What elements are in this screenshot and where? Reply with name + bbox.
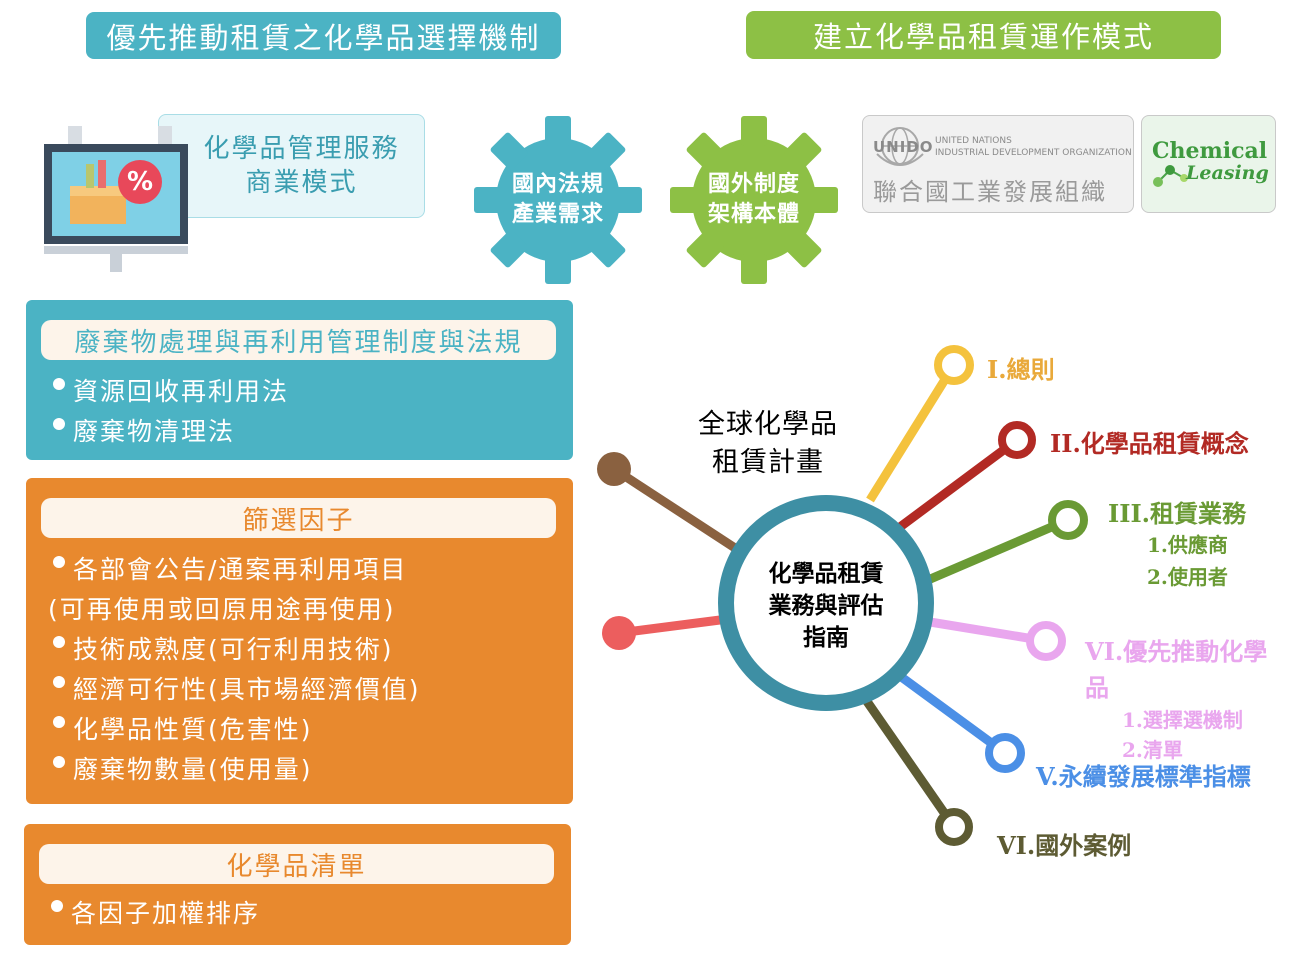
header-right: 建立化學品租賃運作模式	[746, 11, 1221, 59]
chemical-leasing-logo-box: Chemical Leasing	[1141, 115, 1276, 213]
unido-chinese-name: 聯合國工業發展組織	[873, 178, 1107, 206]
service-line-1: 化學品管理服務	[203, 134, 400, 164]
unido-logo-box: UNIDO UNITED NATIONS INDUSTRIAL DEVELOPM…	[862, 115, 1134, 213]
domestic-gear-label: 國內法規 產業需求	[480, 160, 636, 240]
foreign-gear-line-2: 架構本體	[707, 202, 800, 227]
molecule-icon	[1153, 165, 1188, 187]
global-program-line-1: 全球化學品	[698, 409, 838, 440]
bullet-dot	[53, 756, 65, 768]
chemical-list-item: 各因子加權排序	[51, 894, 260, 934]
spoke-line-concept	[897, 436, 1020, 531]
service-line-2: 商業模式	[245, 168, 358, 198]
branch-priority-label-2: 品	[1085, 673, 1109, 702]
domestic-gear-line-2: 產業需求	[511, 202, 604, 227]
branch-leasing-business-label: III.租賃業務	[1108, 499, 1247, 528]
branch-general-label: I.總則	[987, 355, 1055, 384]
spoke-line-global-program	[611, 465, 738, 552]
global-program-line-2: 租賃計畫	[712, 447, 824, 478]
screening-item: 化學品性質(危害性)	[53, 710, 313, 750]
branch-priority-sub-1: 1.選擇選機制	[1122, 708, 1243, 732]
node-foreign-cases	[935, 808, 973, 846]
screening-item: 經濟可行性(具市場經濟價值)	[53, 670, 421, 710]
foreign-gear-icon	[670, 116, 838, 284]
branch-leasing-business-sub-1: 1.供應商	[1147, 533, 1228, 557]
service-business-model-box: 化學品管理服務 商業模式	[158, 114, 425, 218]
screening-panel-title: 篩選因子	[41, 498, 556, 538]
chemical-leasing-line-1: Chemical	[1152, 138, 1268, 164]
global-program-label: 全球化學品 租賃計畫	[680, 406, 856, 482]
hub-line-3: 指南	[803, 625, 849, 651]
node-leasing-business	[1048, 500, 1088, 540]
unido-line-2: INDUSTRIAL DEVELOPMENT ORGANIZATION	[935, 148, 1132, 158]
hub-label: 化學品租賃 業務與評估 指南	[736, 558, 916, 654]
node-general	[934, 345, 974, 385]
screening-item: 各部會公告/通案再利用項目	[53, 550, 407, 590]
hub-line-1: 化學品租賃	[768, 561, 884, 587]
hub-line-2: 業務與評估	[768, 593, 884, 619]
node-concept	[998, 421, 1036, 459]
foreign-gear-line-1: 國外制度	[707, 172, 800, 197]
spoke-line-sustainability	[897, 672, 1008, 757]
domestic-gear-line-1: 國內法規	[511, 172, 604, 197]
branch-priority-label-1: VI.優先推動化學	[1085, 637, 1268, 666]
header-left: 優先推動租賃之化學品選擇機制	[86, 12, 561, 59]
branch-concept-label: II.化學品租賃概念	[1050, 429, 1249, 458]
bullet-dot	[53, 676, 65, 688]
screening-item: 廢棄物數量(使用量)	[53, 750, 313, 790]
domestic-gear-icon	[474, 116, 642, 284]
billboard-icon: %	[44, 126, 188, 272]
branch-priority-sub-2: 2.清單	[1122, 738, 1183, 762]
branch-sustainability-label: V.永續發展標準指標	[1036, 762, 1251, 791]
branch-leasing-business-sub-2: 2.使用者	[1147, 565, 1228, 589]
node-priority	[1026, 621, 1066, 661]
bullet-dot	[51, 900, 63, 912]
chemical-list-title: 化學品清單	[39, 844, 554, 884]
spoke-line-foreign-cases	[862, 697, 958, 830]
node-left	[602, 616, 636, 650]
unido-emblem-text: UNIDO	[873, 138, 934, 156]
bullet-dot	[53, 556, 65, 568]
spoke-line-leasing-business	[926, 515, 1070, 585]
hub-circle	[718, 495, 934, 711]
bullet-dot	[53, 418, 65, 430]
chemical-leasing-line-2: Leasing	[1186, 162, 1269, 184]
screening-factors-panel: 篩選因子 各部會公告/通案再利用項目 (可再使用或回原用途再使用) 技術成熟度(…	[26, 478, 573, 804]
chemical-list-panel: 化學品清單 各因子加權排序	[24, 824, 571, 945]
header-right-text: 建立化學品租賃運作模式	[812, 20, 1154, 54]
screening-item: 技術成熟度(可行利用技術)	[53, 630, 394, 670]
unido-line-1: UNITED NATIONS	[935, 136, 1012, 146]
un-emblem-icon	[876, 127, 924, 166]
waste-item: 資源回收再利用法	[53, 372, 289, 412]
header-left-text: 優先推動租賃之化學品選擇機制	[106, 20, 541, 55]
spoke-line-general	[866, 362, 958, 503]
waste-item: 廢棄物清理法	[53, 412, 235, 452]
node-global-program	[597, 452, 631, 486]
screening-item: (可再使用或回原用途再使用)	[48, 595, 396, 624]
waste-panel-title: 廢棄物處理與再利用管理制度與法規	[41, 320, 556, 360]
bullet-dot	[53, 716, 65, 728]
foreign-gear-label: 國外制度 架構本體	[676, 160, 832, 240]
waste-regulations-panel: 廢棄物處理與再利用管理制度與法規 資源回收再利用法 廢棄物清理法	[26, 300, 573, 460]
svg-text:%: %	[127, 167, 153, 197]
bullet-dot	[53, 636, 65, 648]
node-sustainability	[985, 733, 1025, 773]
branch-foreign-cases-label: VI.國外案例	[997, 831, 1132, 860]
bullet-dot	[53, 378, 65, 390]
